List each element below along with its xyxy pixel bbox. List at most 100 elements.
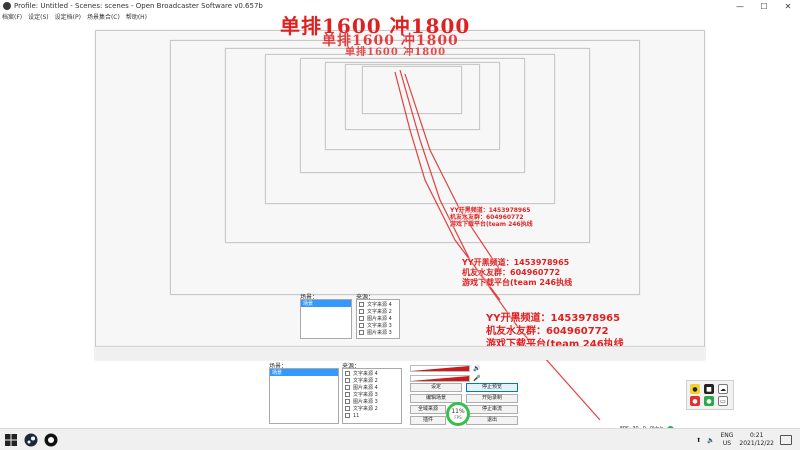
source-label: 图片来源 4 [367,316,392,322]
scene-item-copy: 场景 [301,300,351,307]
source-checkbox[interactable] [345,413,350,418]
source-checkbox[interactable] [345,385,350,390]
source-item[interactable]: 11 [345,412,399,419]
source-label: 文字来源 2 [353,406,378,412]
source-checkbox[interactable] [345,406,350,411]
source-label: 文字来源 3 [367,323,392,329]
window-title: Profile: Untitled - Scenes: scenes - Ope… [14,2,263,10]
minimize-button[interactable]: — [736,1,744,11]
mic-volume: 🎤 [410,374,481,383]
exit-button[interactable]: 退出 [466,416,518,425]
overlay-note-line1: YY开黑频道：1453978965 [450,207,531,214]
monitor-icon[interactable]: ▭ [718,396,728,406]
stop-stream-button[interactable]: 停止串流 [466,405,518,414]
edit-scene-button[interactable]: 编辑场景 [410,394,462,403]
window-controls: — ☐ ✕ [728,0,800,12]
menu-scene-collection[interactable]: 场景集合(C) [86,14,120,21]
source-item: 文字来源 2 [359,308,397,315]
window-titlebar: Profile: Untitled - Scenes: scenes - Ope… [0,0,800,12]
start-recording-button[interactable]: 开始录制 [466,394,518,403]
overlay-note-medium: YY开黑频道：1453978965 机友水友群：604960772 游戏下载平台… [462,258,572,288]
source-checkbox [359,309,364,314]
clock-time: 0:21 [749,432,764,439]
yellow-app-icon[interactable]: ● [690,384,700,394]
region-code: US [722,440,732,447]
overlay-note-line1: YY开黑频道：1453978965 [462,258,570,267]
source-label: 文字来源 2 [367,309,392,315]
menu-file[interactable]: 档案(F) [2,14,23,21]
source-checkbox [359,302,364,307]
source-item[interactable]: 图片来源 4 [345,384,399,391]
source-checkbox [359,323,364,328]
source-item[interactable]: 文字来源 2 [345,377,399,384]
black-app-icon[interactable]: ■ [704,384,714,394]
green-app-icon[interactable]: ● [704,396,714,406]
scenes-list[interactable]: 场景 [269,368,339,424]
language-indicator[interactable]: ENG US [720,432,733,448]
sources-label: 来源： [342,363,361,370]
source-label: 图片来源 3 [367,330,392,336]
mic-volume-meter[interactable] [410,375,470,382]
sources-label-copy: 来源： [356,294,375,301]
overlay-headline: 单排1600 冲1800 [280,14,471,38]
source-label: 11 [353,412,360,419]
windows-start-icon[interactable] [4,433,18,447]
cpu-sub: FPS [454,415,462,420]
clock-date: 2021/12/22 [739,440,774,447]
close-button[interactable]: ✕ [784,1,792,11]
overlay-note-line2: 机友水友群：604960772 [486,326,609,337]
sources-list[interactable]: 文字来源 4 文字来源 2 图片来源 4 文字来源 3 图片来源 3 文字来源 … [342,368,402,424]
source-label: 文字来源 3 [353,392,378,398]
scenes-list-copy: 场景 [300,299,352,339]
source-checkbox [359,316,364,321]
menu-settings[interactable]: 设定(S) [28,14,49,21]
source-checkbox[interactable] [345,392,350,397]
scenes-label: 场景： [269,363,288,370]
upload-icon[interactable]: ⬆ [695,436,701,444]
stop-preview-button[interactable]: 停止预览 [466,383,518,392]
source-item[interactable]: 文字来源 4 [345,370,399,377]
source-label: 文字来源 2 [353,378,378,384]
source-item[interactable]: 文字来源 3 [345,391,399,398]
speaker-tray-icon[interactable]: 🔈 [706,436,715,444]
source-checkbox [359,330,364,335]
global-sources-button[interactable]: 全域来源 [410,405,446,414]
obs-taskbar-icon[interactable] [44,433,58,447]
notification-icon[interactable] [780,435,792,445]
microphone-icon[interactable]: 🎤 [473,375,481,382]
cpu-percent: 11% [451,408,465,415]
cloud-icon[interactable]: ☁ [718,384,728,394]
overlay-note-line3: 游戏下载平台(team 246执线 [450,221,533,228]
clock[interactable]: 0:21 2021/12/22 [739,432,774,448]
overlay-note-line2: 机友水友群：604960772 [462,268,561,277]
menu-help[interactable]: 帮助(H) [125,14,148,21]
source-item[interactable]: 文字来源 2 [345,405,399,412]
plugins-button[interactable]: 插件 [410,416,446,425]
maximize-button[interactable]: ☐ [760,1,768,11]
mid-taskbar-copy [95,346,705,360]
taskbar: ⬆ 🔈 ENG US 0:21 2021/12/22 [0,428,800,450]
settings-button[interactable]: 设定 [410,383,462,392]
source-item[interactable]: 图片来源 3 [345,398,399,405]
source-label: 文字来源 4 [367,302,392,308]
source-checkbox[interactable] [345,378,350,383]
source-label: 图片来源 3 [353,399,378,405]
overlay-note-large: YY开黑频道：1453978965 机友水友群：604960772 游戏下载平台… [486,312,624,351]
speaker-icon[interactable]: 🔊 [473,365,481,372]
red-app-icon[interactable]: ● [690,396,700,406]
sources-list-copy: 文字来源 4 文字来源 2 图片来源 4 文字来源 3 图片来源 3 [356,299,400,339]
system-tray: ⬆ 🔈 ENG US 0:21 2021/12/22 [696,432,792,448]
menu-profile[interactable]: 设定档(P) [54,14,81,21]
scene-item-selected[interactable]: 场景 [270,369,338,376]
scenes-label-copy: 场景： [300,294,319,301]
menu-bar: 档案(F) 设定(S) 设定档(P) 场景集合(C) 帮助(H) [0,12,800,21]
overlay-note-line1: YY开黑频道：1453978965 [486,313,621,324]
steam-icon[interactable] [24,433,38,447]
source-checkbox[interactable] [345,371,350,376]
overlay-note-line3: 游戏下载平台(team 246执线 [462,278,573,287]
desktop-volume-meter[interactable] [410,365,470,372]
source-item: 图片来源 4 [359,315,397,322]
source-item: 文字来源 4 [359,301,397,308]
source-checkbox[interactable] [345,399,350,404]
